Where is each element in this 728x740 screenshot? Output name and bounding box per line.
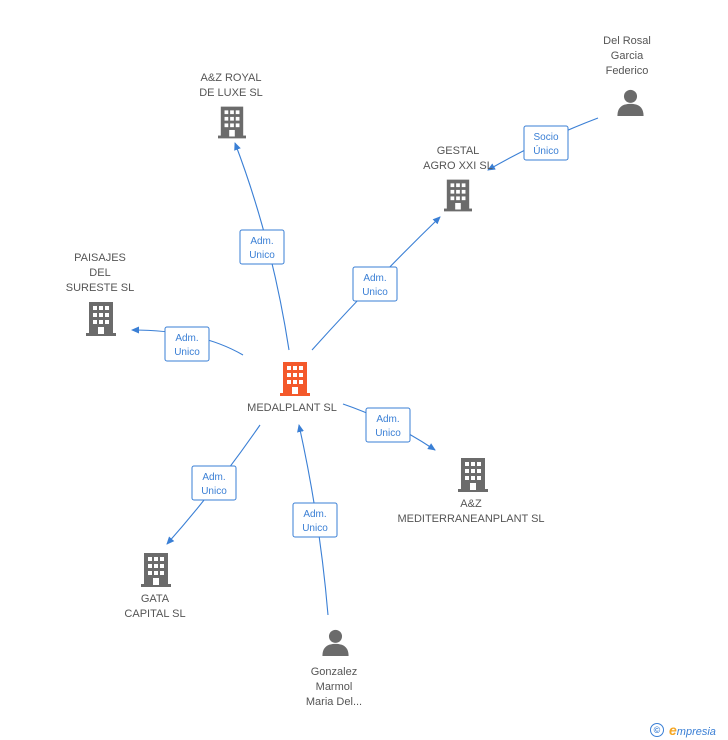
person-icon xyxy=(322,629,349,656)
edge-medalplant-azmed: Adm. Unico xyxy=(342,403,436,451)
node-label-line: DEL xyxy=(89,267,110,279)
node-label-line: A&Z ROYAL xyxy=(201,72,262,84)
node-az-royal[interactable]: A&Z ROYAL DE LUXE SL xyxy=(199,72,263,139)
edge-label-box xyxy=(352,266,398,302)
building-icon xyxy=(141,553,171,587)
edge-label-line-2: Unico xyxy=(362,287,388,298)
edge-label-line-1: Adm. xyxy=(363,273,386,284)
node-label-line: GESTAL xyxy=(437,145,480,157)
node-az-mediterranean[interactable]: A&Z MEDITERRANEANPLANT SL xyxy=(397,458,545,525)
edge-label-line-1: Adm. xyxy=(376,414,399,425)
node-label-line: Federico xyxy=(606,65,649,77)
node-gonzalez[interactable]: Gonzalez Marmol Maria Del... xyxy=(306,629,362,708)
edges-layer: Adm. Unico Adm. Unico Adm. Unico Adm. Un… xyxy=(131,117,599,616)
node-label-line: MEDALPLANT SL xyxy=(247,402,337,414)
edge-label-line-2: Unico xyxy=(302,523,328,534)
edge-label-line-1: Adm. xyxy=(303,509,326,520)
building-icon xyxy=(444,179,472,212)
brand-name: mpresia xyxy=(676,726,716,738)
edge-label-box xyxy=(292,502,338,538)
nodes-layer: MEDALPLANT SL A&Z ROYAL DE LUXE SL GESTA… xyxy=(66,35,651,708)
node-label-line: Garcia xyxy=(611,50,644,62)
building-icon xyxy=(458,458,488,492)
brand-logo: empresia xyxy=(669,722,716,738)
edge-label-line-1: Socio xyxy=(533,132,558,143)
edge-label-line-2: Unico xyxy=(249,250,275,261)
node-label-line: Marmol xyxy=(316,681,353,693)
edge-label-box xyxy=(164,326,210,362)
edge-label-line-1: Adm. xyxy=(175,333,198,344)
edge-medalplant-azroyal: Adm. Unico xyxy=(234,142,290,351)
edge-label-line-2: Unico xyxy=(201,486,227,497)
edge-label-line-2: Único xyxy=(533,144,559,157)
node-label-line: CAPITAL SL xyxy=(124,608,185,620)
building-icon xyxy=(218,106,246,139)
edge-label-box xyxy=(523,125,569,161)
node-label-line: AGRO XXI SL xyxy=(423,160,493,172)
building-icon xyxy=(86,302,116,336)
brand-initial: e xyxy=(669,722,677,738)
node-label-line: A&Z xyxy=(460,498,482,510)
edge-label-line-2: Unico xyxy=(174,347,200,358)
node-label-line: SURESTE SL xyxy=(66,282,134,294)
edge-delrosal-gestal: Socio Único xyxy=(487,117,599,171)
node-label-line: Del Rosal xyxy=(603,35,651,47)
person-icon xyxy=(617,89,644,116)
edge-label-line-1: Adm. xyxy=(202,472,225,483)
copyright-brand[interactable]: © empresia xyxy=(650,720,728,740)
node-label-line: GATA xyxy=(141,593,170,605)
node-label-line: PAISAJES xyxy=(74,252,126,264)
edge-label-box xyxy=(239,229,285,265)
building-icon xyxy=(280,362,310,396)
node-label-line: Maria Del... xyxy=(306,696,362,708)
node-label-line: Gonzalez xyxy=(311,666,357,678)
edge-label-box xyxy=(191,465,237,501)
node-gata[interactable]: GATA CAPITAL SL xyxy=(124,553,186,620)
copyright-icon: © xyxy=(650,723,664,737)
node-label-line: DE LUXE SL xyxy=(199,87,263,99)
node-label-line: MEDITERRANEANPLANT SL xyxy=(397,513,544,525)
edge-medalplant-paisajes: Adm. Unico xyxy=(131,326,244,362)
edge-label-box xyxy=(365,407,411,443)
edge-label-line-1: Adm. xyxy=(250,236,273,247)
node-paisajes[interactable]: PAISAJES DEL SURESTE SL xyxy=(66,252,134,336)
edge-label-line-2: Unico xyxy=(375,428,401,439)
node-del-rosal[interactable]: Del Rosal Garcia Federico xyxy=(603,35,651,116)
edge-medalplant-gestal: Adm. Unico xyxy=(311,216,441,351)
edge-medalplant-gata: Adm. Unico xyxy=(166,424,261,545)
node-medalplant[interactable]: MEDALPLANT SL xyxy=(247,362,337,414)
edge-gonzalez-medalplant: Adm. Unico xyxy=(292,424,338,616)
node-gestal[interactable]: GESTAL AGRO XXI SL xyxy=(423,145,493,212)
